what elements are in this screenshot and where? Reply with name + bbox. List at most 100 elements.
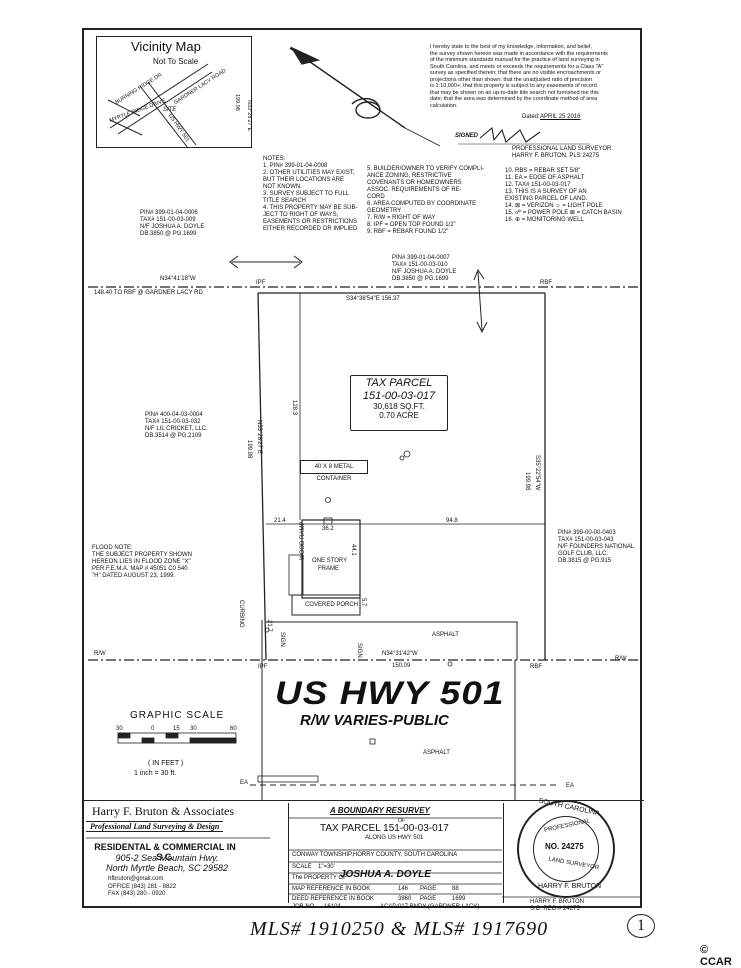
deed-ref-label: DEED REFERENCE IN BOOK [292,896,375,902]
west-dist: 199.98 [246,440,252,459]
seal-number: NO. 24275 [545,842,584,851]
firm-services: RESIDENTAL & COMMERCIAL IN S.C. [94,842,236,862]
house-line-1: ONE STORY [312,558,348,564]
note-line: COVENANTS OR HOMEOWNERS [367,180,462,186]
cert-line: that may be shown on an up-to-date title… [430,89,599,96]
ipf-top: IPF [256,280,266,286]
note-line: 13. THIS IS A SURVEY OF AN [505,189,587,195]
survey-type: A BOUNDARY RESURVEY [330,806,430,815]
firm-contact: hfbruton@gmail.com OFFICE (843) 281 - 88… [108,876,176,899]
acad-label: ACAD: [380,904,399,910]
firm-subtitle: Professional Land Surveying & Design [86,821,224,832]
highway-name: US HWY 501 [275,675,505,711]
title-block [84,800,644,909]
bottom-call: N34°31'42"W [382,651,418,657]
surveyor-name: HARRY F. BRUTON, PLS 24275 [512,153,600,159]
scale-value: 1"=30' [318,864,335,870]
west-call: N33°28'27"E [256,420,262,455]
asphalt-1: ASPHALT [432,632,459,638]
surveyor-title: PROFESSIONAL LAND SURVEYOR [512,146,612,152]
parcel-title: TAX PARCEL [365,377,433,389]
cert-line: the survey shown hereon was made in acco… [430,50,608,57]
adjoiner-line: N/F JOSHUA A. DOYLE [392,269,457,275]
notes-col-1: NOTES: 1. PIN# 399-01-04-0008 2. OTHER U… [263,156,357,233]
adjoiner-line: N/F JOSHUA A. DOYLE [140,224,205,230]
signer-registration: S.C. REG.# 24275 [530,906,580,912]
cert-date-label: Dated: [522,114,540,120]
note-line: 11. EA = EDGE OF ASPHALT [505,175,585,181]
cert-line: of the minimum standards manual for the … [430,57,600,63]
dim-44-1: 44.1 [350,544,356,556]
note-line: GEOMETRY [367,208,402,214]
rbf-top: RBF [540,280,552,286]
vicinity-map: Vicinity Map Not To Scale [96,36,252,148]
vmap-ref-line: N33°28'27"E [246,100,252,132]
wood-ramp: WOOD RAMP [300,521,306,560]
vmap-ref-dist: 199.98 [234,94,240,111]
acad-file: 017 BNDY (GARDNER LACY) [398,904,480,910]
adjoiner-line: DB.3850 @ PG.1699 [392,276,449,282]
adjoiner-line: TAX# 151-00-03-009 [140,217,196,223]
house-line-2: FRAME [318,566,339,572]
note-line: 4. THIS PROPERTY MAY BE SUB- [263,205,358,211]
adjoiner-line: TAX# 151-00-03-032 [145,419,201,425]
note-line: ANCE ZONING, RESTRICTIVE [367,173,452,179]
scale-tick: 15 [173,726,180,732]
adjoiner-line: N/F FOUNDERS NATIONAL [558,544,635,550]
adjoiner-line: DB.3514 @ PG.2109 [145,433,202,439]
note-line: NOTES: [263,156,286,162]
note-line: 10. RBS = REBAR SET 5/8" [505,168,581,174]
signed-label: SIGNED [455,133,479,139]
parcel-acre: 0.70 ACRE [379,411,419,420]
notes-col-2: 5. BUILDER/OWNER TO VERIFY COMPLI- ANCE … [367,166,484,236]
sign-1: SIGN [279,632,285,647]
east-call: S35°22'54"W [534,455,540,491]
flood-note-line: PER F.E.M.A. MAP # 45051 C0 540 [92,566,188,572]
signer-name: HARRY F. BRUTON [530,899,585,905]
township: CONWAY TOWNSHIP,HORRY COUNTY, SOUTH CARO… [292,852,458,858]
note-line: TITLE SEARCH [263,198,307,204]
scale-tick: 0 [151,726,155,732]
adjoiner-nw: PIN# 399-01-04-0006 TAX# 151-00-03-009 N… [140,210,204,238]
handwritten-mls-note: MLS# 1910250 & MLS# 1917690 [250,918,549,940]
note-line: JECT TO RIGHT OF WAYS, [263,212,339,218]
map-page-label: PAGE [420,886,437,892]
survey-of: OF [398,818,405,824]
note-line: 12. TAX# 151-00-03-017 [505,182,571,188]
deed-ref-book: 3860 [398,896,412,902]
dim-5-7: 5.7 [360,598,366,607]
cert-line: date; that the area was determined by th… [430,96,598,102]
vicinity-map-title: Vicinity Map [131,39,201,54]
note-line: 5. BUILDER/OWNER TO VERIFY COMPLI- [367,166,485,172]
note-line: 14. ⊠ = VERIZON ☼ = LIGHT POLE [505,203,603,209]
site-label: SITE [163,107,177,113]
note-line: NOT KNOWN. [263,184,302,190]
ipf-bottom: IPF [258,664,268,670]
sign-2: SIGN [356,643,362,658]
firm-address: 905-2 Sea Mountain Hwy. North Myrtle Bea… [92,853,242,873]
metal-container: 40 X 8 METAL CONTAINER [300,460,368,482]
address-line-1: 905-2 Sea Mountain Hwy. [115,853,219,863]
rw-right: R/W [615,656,627,662]
copyright-icon: © [700,944,709,956]
adjoiner-line: DB.3850 @ PG.1699 [140,231,197,237]
covered-porch: COVERED PORCH [305,602,359,608]
note-line: 15. ☍ = POWER POLE ⊠ = CATCH BASIN [505,210,622,216]
note-line: 9. RBF = REBAR FOUND 1/2" [367,229,449,235]
note-line: 3. SURVEY SUBJECT TO FULL [263,191,350,197]
adjoiner-e: PIN# 399-00-00-0403 TAX# 151-00-03-043 N… [558,530,634,565]
title-along: ALONG US HWY 501 [365,835,424,841]
graphic-scale-title: GRAPHIC SCALE [130,710,225,721]
curbing: CURBING [238,600,244,628]
email: hfbruton@gmail.com [108,876,164,882]
dim-128: 128.3 [291,400,297,416]
survey-sheet [82,28,642,908]
adjoiner-line: PIN# 400-04-03-0004 [145,412,203,418]
adjoiner-line: PIN# 399-01-04-0006 [140,210,198,216]
ea-left: EA [240,780,249,786]
adjoiner-line: PIN# 399-00-00-0403 [558,530,616,536]
cert-line: South Carolina, and meets or exceeds the… [430,63,604,70]
note-line: CORD [367,194,385,200]
note-line: EXISTING PARCEL OF LAND. [505,196,588,202]
cert-date: APRIL 25 2016 [540,114,581,120]
